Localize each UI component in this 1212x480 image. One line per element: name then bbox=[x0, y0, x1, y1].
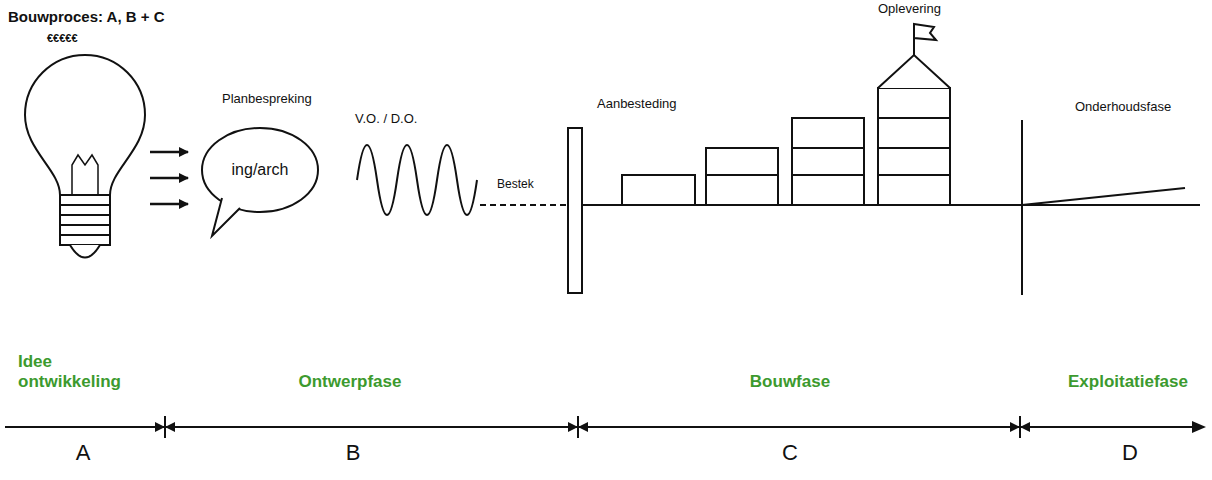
step-label: Bestek bbox=[497, 178, 534, 192]
bubble-text: ing/arch bbox=[232, 161, 289, 179]
maintenance-line bbox=[1022, 188, 1185, 205]
phase-name: Idee ontwikkeling bbox=[18, 352, 158, 391]
speech-bubble: ing/arch bbox=[200, 126, 320, 214]
phase-name: Exploitatiefase bbox=[1068, 372, 1188, 392]
phase-letter: A bbox=[76, 440, 91, 465]
design-wave bbox=[357, 145, 477, 215]
light-bulb bbox=[25, 55, 145, 258]
step-label: Onderhoudsfase bbox=[1075, 100, 1171, 115]
building-stages bbox=[622, 24, 950, 205]
phase-name: Bouwfase bbox=[750, 372, 830, 392]
phase-separator bbox=[1021, 120, 1023, 295]
step-label: Planbespreking bbox=[222, 92, 312, 107]
phase-letter: D bbox=[1122, 440, 1138, 465]
step-label: Oplevering bbox=[878, 2, 941, 17]
idea-arrows bbox=[150, 152, 188, 204]
tender-bar bbox=[568, 128, 582, 293]
phase-letter: C bbox=[782, 440, 798, 465]
dashed-line bbox=[480, 204, 568, 206]
step-label: V.O. / D.O. bbox=[355, 112, 417, 127]
phase-letter: B bbox=[346, 440, 361, 465]
cost-symbol: €€€€€ bbox=[47, 32, 78, 45]
phase-name: Ontwerpfase bbox=[299, 372, 402, 392]
diagram-title: Bouwproces: A, B + C bbox=[8, 8, 165, 25]
timeline-axis bbox=[5, 416, 1206, 438]
step-label: Aanbesteding bbox=[597, 97, 677, 112]
